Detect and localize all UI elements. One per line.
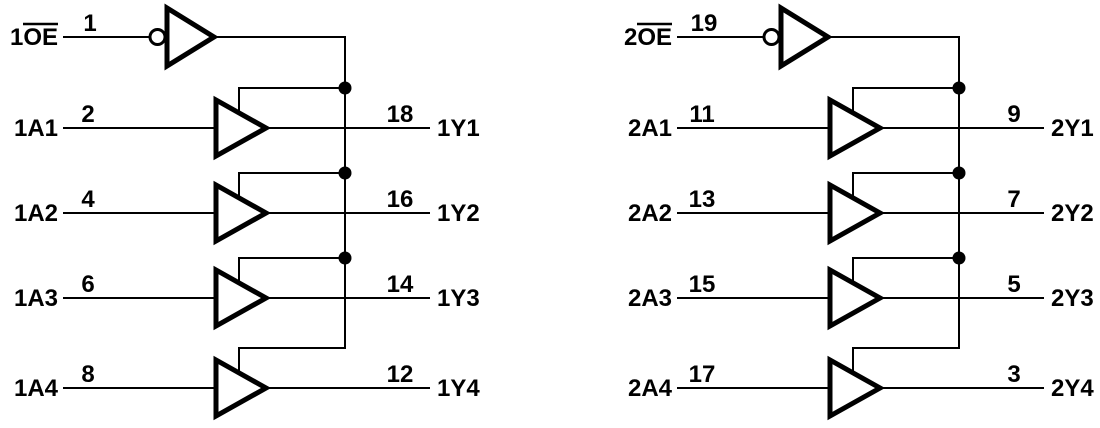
buffer-triangle xyxy=(827,95,886,161)
output-label: 1Y1 xyxy=(437,115,480,142)
input-label: 1A1 xyxy=(14,115,58,142)
output-label: 2Y1 xyxy=(1051,115,1094,142)
output-label: 1Y4 xyxy=(437,375,480,402)
buffer-triangle xyxy=(827,265,886,331)
inverter-bubble xyxy=(148,28,167,46)
pin-number: 9 xyxy=(1007,101,1020,128)
pin-number: 8 xyxy=(81,361,94,388)
buffer-bank-1: 1OE 1 1A1 2 18 1Y1 1A2 4 16 1Y2 1A3 6 xyxy=(10,3,480,421)
oe-label-name: OE xyxy=(23,24,58,51)
input-label: 1A4 xyxy=(14,375,59,402)
output-label: 1Y3 xyxy=(437,285,480,312)
pin-number: 2 xyxy=(81,101,94,128)
pin-number: 5 xyxy=(1007,271,1020,298)
oe-label-prefix: 1 xyxy=(10,24,23,51)
oe-label: 2OE xyxy=(624,24,672,51)
pin-number: 18 xyxy=(387,101,414,128)
output-label: 2Y4 xyxy=(1051,375,1094,402)
pin-number: 1 xyxy=(83,10,96,37)
enable-tap xyxy=(852,87,959,115)
junction-dot xyxy=(952,251,966,265)
junction-dot xyxy=(338,166,352,180)
input-label: 2A4 xyxy=(628,375,673,402)
buffer-triangle xyxy=(213,180,272,246)
enable-rail xyxy=(827,36,960,375)
oe-label-prefix: 2 xyxy=(624,24,637,51)
oe-label-name: OE xyxy=(637,24,672,51)
pin-number: 14 xyxy=(387,271,414,298)
output-label: 2Y2 xyxy=(1051,200,1094,227)
junction-dot xyxy=(338,251,352,265)
pin-number: 3 xyxy=(1007,361,1020,388)
input-label: 1A3 xyxy=(14,285,58,312)
pin-number: 16 xyxy=(387,186,414,213)
pin-number: 17 xyxy=(689,361,716,388)
buffer-bank-2: 2OE 19 2A1 11 9 2Y1 2A2 13 7 2Y2 2A3 15 xyxy=(624,3,1094,421)
input-label: 2A1 xyxy=(628,115,672,142)
inverter-bubble xyxy=(762,28,781,46)
pin-number: 4 xyxy=(81,186,95,213)
output-label: 1Y2 xyxy=(437,200,480,227)
enable-tap xyxy=(238,257,345,285)
pin-number: 7 xyxy=(1007,186,1020,213)
input-label: 1A2 xyxy=(14,200,58,227)
pin-number: 6 xyxy=(81,271,94,298)
input-label: 2A2 xyxy=(628,200,672,227)
inverter-triangle xyxy=(778,3,833,71)
junction-dot xyxy=(338,81,352,95)
output-label: 2Y3 xyxy=(1051,285,1094,312)
oe-label: 1OE xyxy=(10,24,58,51)
pin-number: 11 xyxy=(689,101,714,128)
buffer-triangle xyxy=(213,355,272,421)
pin-number: 15 xyxy=(689,271,716,298)
buffer-triangle xyxy=(213,265,272,331)
junction-dot xyxy=(952,81,966,95)
enable-tap xyxy=(852,172,959,200)
pin-number: 12 xyxy=(387,361,414,388)
buffer-triangle xyxy=(827,180,886,246)
pin-number: 13 xyxy=(689,186,716,213)
pin-number: 19 xyxy=(691,10,718,37)
buffer-triangle xyxy=(213,95,272,161)
enable-tap xyxy=(852,257,959,285)
junction-dot xyxy=(952,166,966,180)
inverter-triangle xyxy=(164,3,219,71)
input-label: 2A3 xyxy=(628,285,672,312)
enable-tap xyxy=(238,87,345,115)
enable-rail xyxy=(213,36,346,375)
enable-tap xyxy=(238,172,345,200)
buffer-triangle xyxy=(827,355,886,421)
